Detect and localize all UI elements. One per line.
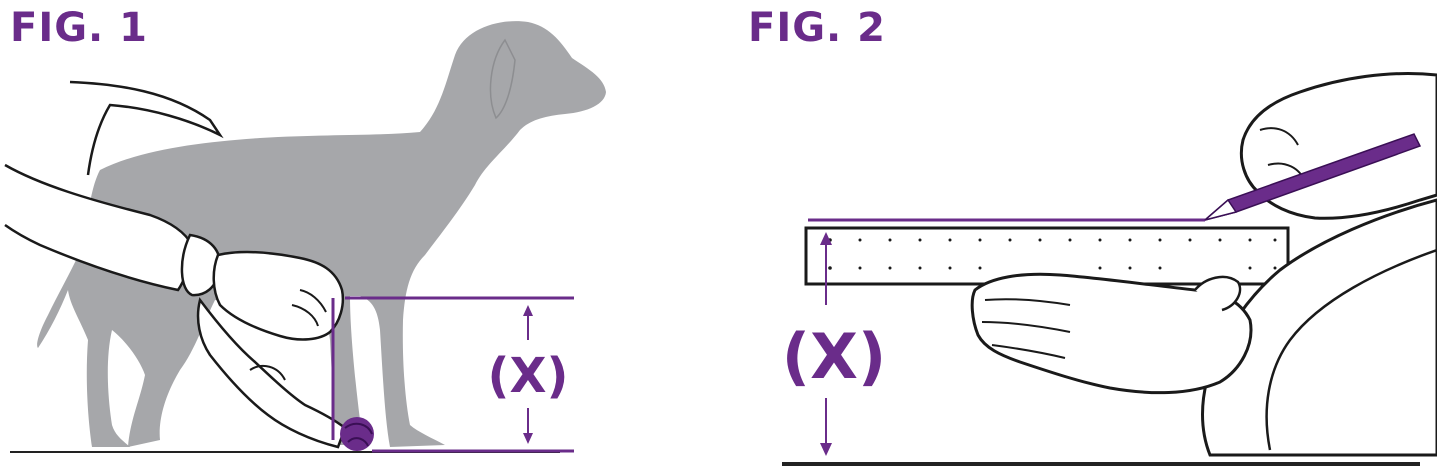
fig1-title: FIG. 1: [10, 5, 148, 51]
fig1-illustration: (X): [4, 21, 607, 453]
finger-line: [991, 344, 1066, 359]
thumb: [1194, 275, 1242, 312]
human-arm-right: [1201, 198, 1437, 457]
arm-sleeve-line: [1265, 248, 1437, 451]
fig2-measure-label: (X): [782, 320, 886, 393]
dog-ear: [489, 38, 516, 120]
knuckle-line: [291, 304, 319, 327]
fig2-illustration: (X): [782, 72, 1437, 466]
human-hand-upper: [212, 250, 345, 341]
knuckle-line: [299, 289, 327, 313]
ruler-ticks: [828, 238, 1277, 270]
fig2-title: FIG. 2: [748, 5, 886, 51]
human-hand-flat: [970, 272, 1253, 395]
dog-silhouette: [37, 21, 607, 448]
human-arm-back: [69, 80, 224, 176]
human-cuff: [180, 233, 222, 297]
sleeve-fold: [249, 364, 286, 381]
finger-line: [1259, 127, 1299, 146]
finger-line: [981, 321, 1071, 333]
tape-ball: [340, 417, 374, 451]
finger-line: [984, 298, 1071, 306]
fig1-measure-label: (X): [488, 348, 569, 404]
